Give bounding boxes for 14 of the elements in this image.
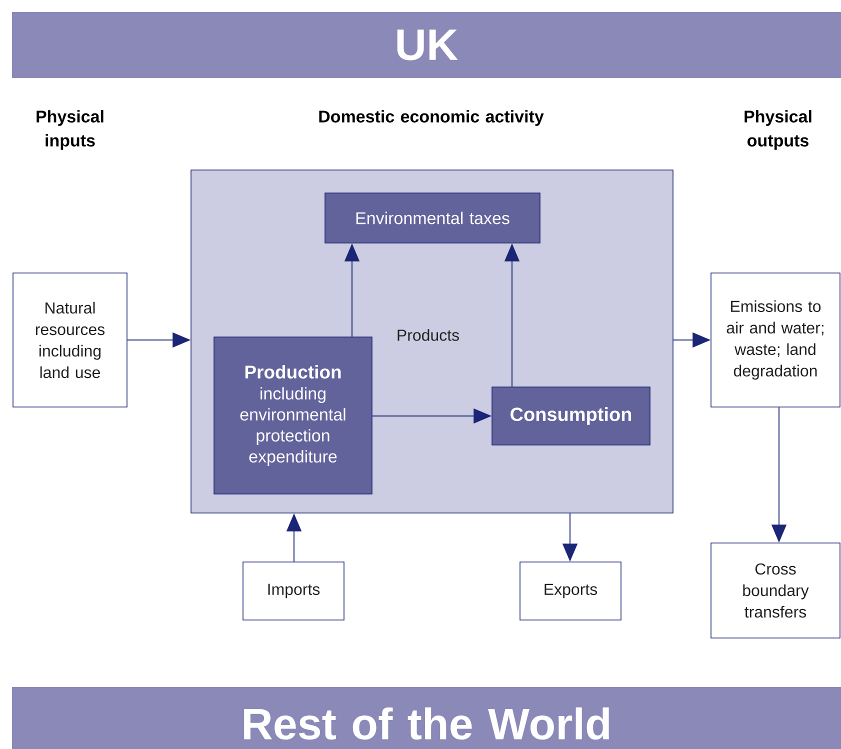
output-box: Cross boundary transfers	[710, 542, 840, 638]
process-box: Environmental taxes	[324, 192, 540, 244]
input-box: Natural resources including land use	[12, 272, 128, 408]
column-heading: Domestic economic activity	[319, 110, 544, 126]
process-box: Production including environmental protection expenditure	[214, 336, 372, 494]
title-band: UK	[12, 12, 841, 78]
output-box: Exports	[520, 562, 622, 620]
edge-label: Products	[394, 327, 462, 343]
input-box: Imports	[242, 562, 344, 620]
column-heading: Physical outputs	[744, 110, 812, 150]
output-box: Emissions to air and water; waste; land degradation	[710, 272, 840, 408]
title-band: Rest of the World	[12, 687, 841, 749]
process-box: Consumption	[492, 386, 650, 446]
column-heading: Physical inputs	[36, 110, 104, 150]
